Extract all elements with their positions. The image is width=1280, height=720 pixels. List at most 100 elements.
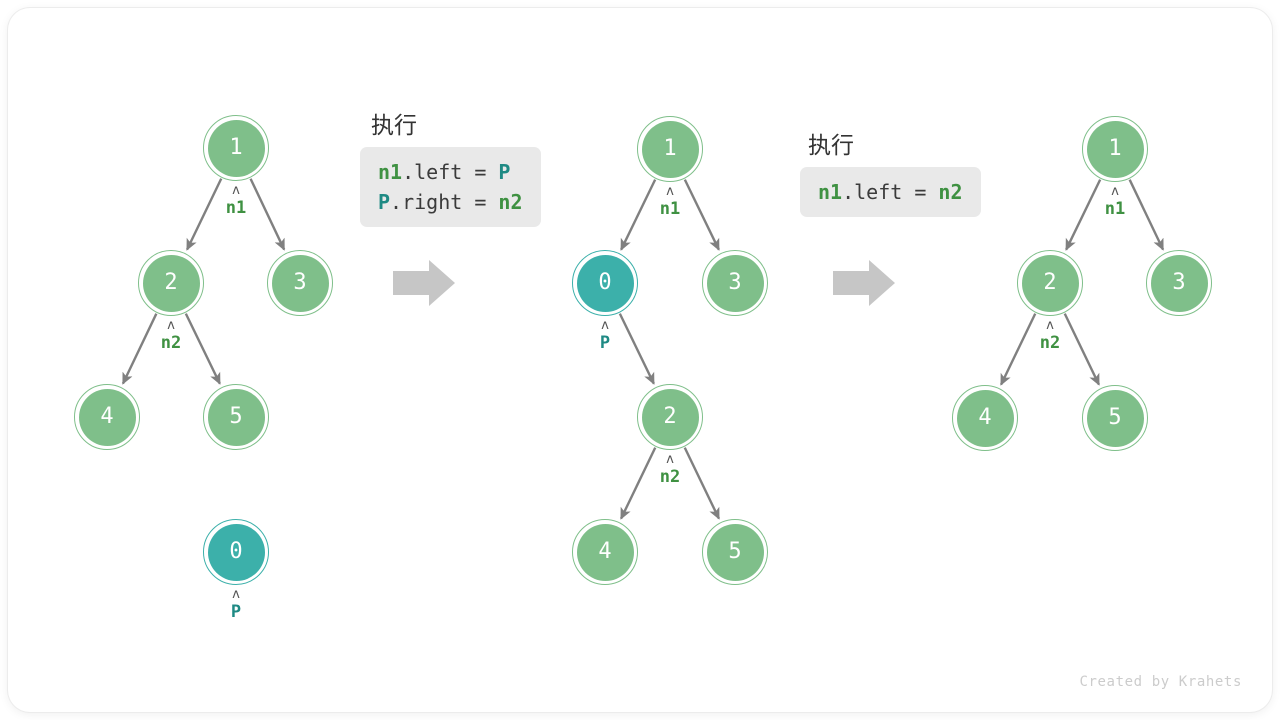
code-token: n1 — [378, 160, 403, 184]
node-circle: 2 — [138, 250, 204, 316]
node-outer-ring — [637, 116, 703, 182]
tree-node-1[interactable]: 1 — [1082, 116, 1148, 182]
node-circle: 4 — [952, 385, 1018, 451]
tree-node-2[interactable]: 2 — [138, 250, 204, 316]
node-circle: 2 — [1017, 250, 1083, 316]
tree-edge — [184, 313, 221, 385]
flow-arrow-1 — [393, 260, 455, 306]
code-token: P — [498, 160, 511, 184]
node-circle: 4 — [572, 519, 638, 585]
tree-edge — [683, 179, 720, 251]
tree-node-2[interactable]: 2 — [637, 384, 703, 450]
node-disc — [1086, 120, 1144, 178]
node-value: 0 — [598, 270, 612, 295]
tree-edge — [249, 178, 286, 251]
pointer-caret-icon: ʌ — [232, 183, 240, 198]
tree-edge — [121, 313, 158, 385]
pointer-label: n1 — [659, 199, 681, 219]
flow-arrow-2 — [833, 260, 895, 306]
tree-edge — [683, 447, 721, 520]
node-circle: 5 — [702, 519, 768, 585]
node-disc — [1086, 389, 1144, 447]
node-value: 5 — [728, 539, 742, 564]
node-disc — [271, 254, 329, 312]
node-disc — [142, 254, 200, 312]
tree-node-1[interactable]: 1 — [203, 115, 269, 181]
node-disc — [576, 254, 634, 312]
tree-node-2[interactable]: 2 — [1017, 250, 1083, 316]
tree-edge — [999, 313, 1037, 386]
tree-node-4[interactable]: 4 — [952, 385, 1018, 451]
node-outer-ring — [1082, 116, 1148, 182]
node-value: 2 — [663, 404, 677, 429]
node-value: 1 — [229, 135, 243, 160]
node-disc — [207, 523, 265, 581]
tree-node-0[interactable]: 0 — [572, 250, 638, 316]
pointer-caret-icon: ʌ — [666, 184, 674, 199]
node-value: 5 — [1108, 405, 1122, 430]
node-circle: 2 — [637, 384, 703, 450]
node-disc — [706, 523, 764, 581]
node-value: 1 — [1108, 136, 1122, 161]
node-circle: 4 — [74, 384, 140, 450]
pointer-caret-icon: ʌ — [167, 318, 175, 333]
tree-node-3[interactable]: 3 — [267, 250, 333, 316]
node-outer-ring — [637, 384, 703, 450]
pointer-label: P — [599, 333, 611, 353]
node-outer-ring — [952, 385, 1018, 451]
pointer-label: n2 — [160, 333, 182, 353]
node-disc — [956, 389, 1014, 447]
node-outer-ring — [702, 250, 768, 316]
pointer-label: n2 — [659, 467, 681, 487]
tree-edge — [1063, 313, 1101, 386]
node-disc — [1021, 254, 1079, 312]
tree-node-3[interactable]: 3 — [702, 250, 768, 316]
tree-node-5[interactable]: 5 — [203, 384, 269, 450]
node-circle: 5 — [203, 384, 269, 450]
pointer-caret-icon: ʌ — [1111, 184, 1119, 199]
node-outer-ring — [267, 250, 333, 316]
node-value: 1 — [663, 136, 677, 161]
step-title-step-3: 执行 — [808, 133, 854, 159]
code-token: .left = — [402, 160, 499, 184]
node-disc — [641, 120, 699, 178]
node-value: 0 — [229, 539, 243, 564]
tree-edge — [1128, 179, 1165, 251]
node-outer-ring — [203, 519, 269, 585]
tree-node-5[interactable]: 5 — [1082, 385, 1148, 451]
node-circle: 5 — [1082, 385, 1148, 451]
watermark: Created by Krahets — [1079, 674, 1242, 690]
node-disc — [1150, 254, 1208, 312]
tree-node-5[interactable]: 5 — [702, 519, 768, 585]
node-outer-ring — [203, 384, 269, 450]
pointer-label: P — [230, 602, 242, 622]
node-value: 2 — [1043, 270, 1057, 295]
tree-edge-layer — [121, 178, 1165, 520]
node-disc — [706, 254, 764, 312]
node-circle: 3 — [267, 250, 333, 316]
code-token: n2 — [498, 190, 523, 214]
step-title-step-2: 执行 — [371, 113, 417, 139]
tree-node-4[interactable]: 4 — [572, 519, 638, 585]
node-outer-ring — [572, 250, 638, 316]
node-value: 4 — [978, 405, 992, 430]
node-disc — [207, 388, 265, 446]
node-value: 4 — [100, 404, 114, 429]
tree-node-4[interactable]: 4 — [74, 384, 140, 450]
pointer-label: n1 — [1104, 199, 1126, 219]
tree-node-1[interactable]: 1 — [637, 116, 703, 182]
node-circle: 3 — [702, 250, 768, 316]
tree-edge — [1065, 179, 1102, 251]
code-line: n1.left = n2 — [818, 177, 963, 207]
tree-node-3[interactable]: 3 — [1146, 250, 1212, 316]
node-outer-ring — [702, 519, 768, 585]
tree-node-0[interactable]: 0 — [203, 519, 269, 585]
node-outer-ring — [572, 519, 638, 585]
